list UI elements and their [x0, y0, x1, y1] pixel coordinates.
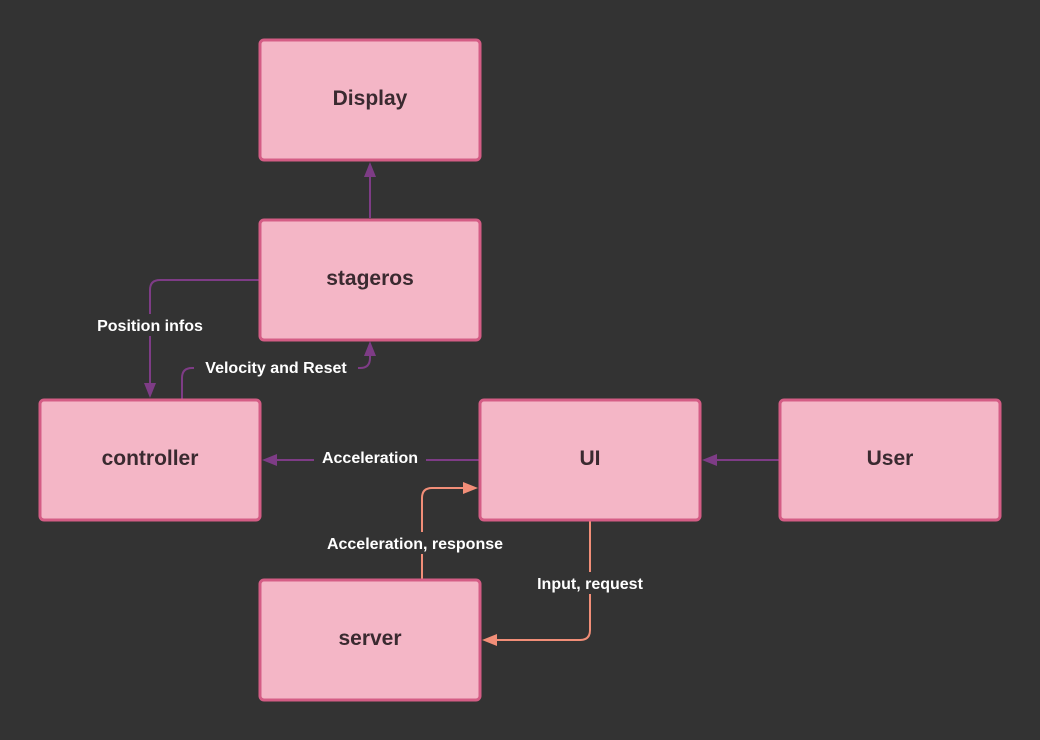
edge-label-position-infos: Position infos	[90, 314, 210, 336]
node-label-stageros: stageros	[326, 267, 414, 290]
edge-label-velocity-and-reset: Velocity and Reset	[194, 356, 358, 378]
node-controller[interactable]: controller	[38, 398, 262, 522]
edge-ui-to-server	[482, 520, 591, 646]
edge-label-input-request: Input, request	[528, 572, 652, 594]
node-label-server: server	[338, 627, 401, 650]
edge-user-to-ui	[702, 454, 780, 466]
node-label-user: User	[867, 447, 914, 470]
arrowhead	[144, 383, 156, 398]
svg-text:Velocity and Reset: Velocity and Reset	[205, 360, 347, 377]
arrowhead	[364, 341, 376, 356]
node-user[interactable]: User	[778, 398, 1002, 522]
arrowhead	[702, 454, 717, 466]
arrowhead	[364, 162, 376, 177]
arrowhead	[482, 634, 497, 646]
node-stageros[interactable]: stageros	[258, 218, 482, 342]
edge-stageros-to-controller	[144, 279, 260, 398]
edge-label-acceleration: Acceleration	[314, 448, 426, 470]
node-label-display: Display	[333, 87, 408, 110]
node-label-ui: UI	[580, 447, 601, 470]
svg-text:Input, request: Input, request	[537, 576, 643, 593]
node-server[interactable]: server	[258, 578, 482, 702]
node-label-controller: controller	[102, 447, 199, 470]
edge-label-acceleration-response: Acceleration, response	[314, 532, 516, 554]
edge-stageros-to-display	[364, 162, 376, 218]
edge-server-to-ui	[421, 482, 478, 580]
svg-text:Position infos: Position infos	[97, 318, 203, 335]
svg-text:Acceleration, response: Acceleration, response	[327, 536, 503, 553]
node-ui[interactable]: UI	[478, 398, 702, 522]
svg-text:Acceleration: Acceleration	[322, 450, 418, 467]
node-display[interactable]: Display	[258, 38, 482, 162]
arrowhead	[463, 482, 478, 494]
arrowhead	[262, 454, 277, 466]
